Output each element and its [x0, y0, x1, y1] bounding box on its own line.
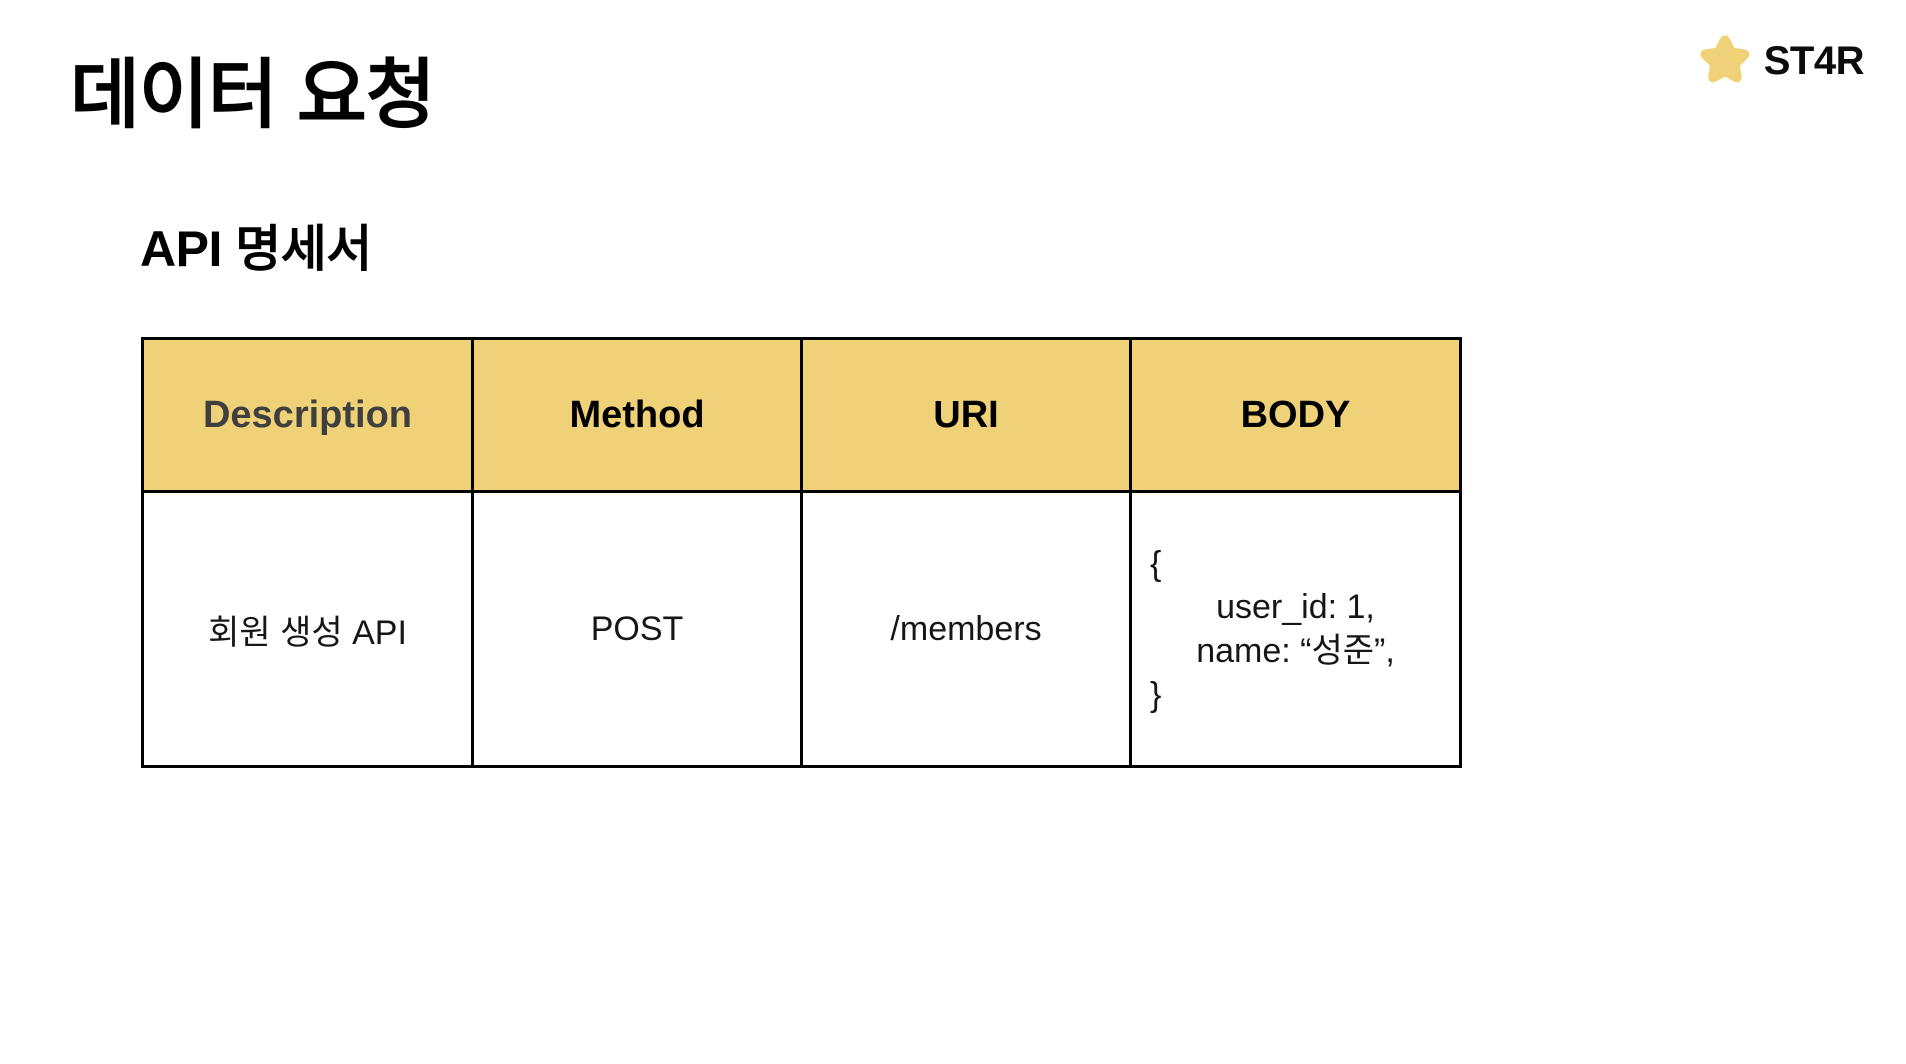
column-header-method: Method: [471, 337, 803, 493]
cell-body: { user_id: 1, name: “성준”, }: [1129, 490, 1462, 768]
column-header-body: BODY: [1129, 337, 1462, 493]
json-close-brace: }: [1150, 675, 1162, 714]
json-payload: { user_id: 1, name: “성준”, }: [1132, 519, 1459, 739]
brand-name: ST4R: [1763, 39, 1865, 83]
table-header: Description Method URI BODY: [141, 337, 1462, 493]
cell-description: 회원 생성 API: [141, 490, 474, 768]
json-line-user-id: user_id: 1,: [1216, 588, 1375, 627]
table-row: 회원 생성 API POST /members { user_id: 1, na…: [141, 490, 1462, 768]
section-heading: API 명세서: [140, 221, 372, 277]
table-header-row: Description Method URI BODY: [141, 337, 1462, 493]
star-icon: [1700, 35, 1750, 83]
page-title: 데이터 요청: [70, 53, 436, 138]
brand-logo: ST4R: [1694, 30, 1865, 92]
column-header-description: Description: [141, 337, 474, 493]
column-header-uri: URI: [800, 337, 1132, 493]
api-spec-table: Description Method URI BODY 회원 생성 API PO…: [141, 337, 1462, 768]
json-open-brace: {: [1150, 544, 1162, 583]
cell-method: POST: [471, 490, 803, 768]
json-line-name: name: “성준”,: [1196, 632, 1395, 670]
table-body: 회원 생성 API POST /members { user_id: 1, na…: [141, 490, 1462, 768]
cell-uri: /members: [800, 490, 1132, 768]
